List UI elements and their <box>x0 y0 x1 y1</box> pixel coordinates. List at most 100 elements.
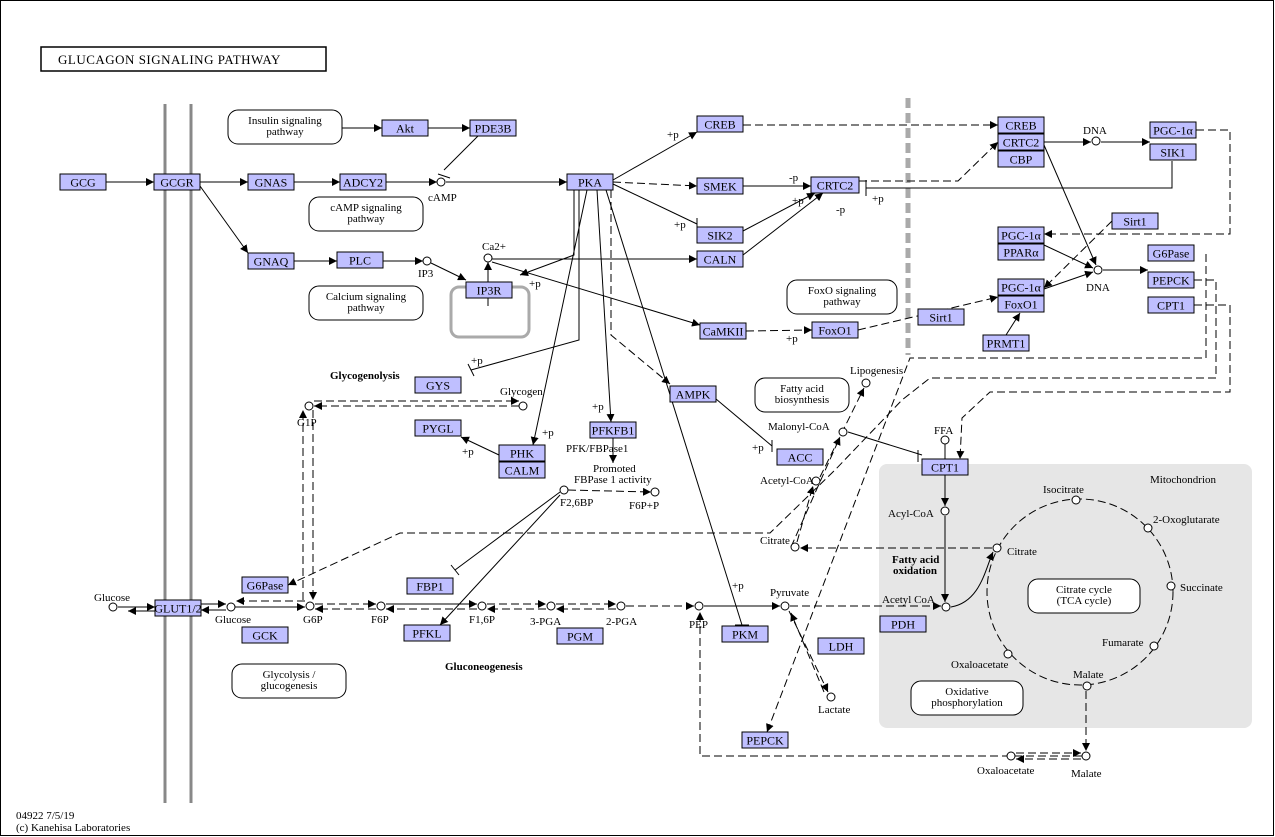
compound-circle[interactable] <box>780 601 790 611</box>
gene-node[interactable]: GLUT1/2 <box>154 599 202 617</box>
gene-box[interactable] <box>721 625 769 643</box>
gene-box[interactable] <box>1147 296 1195 314</box>
gene-node[interactable]: SIK2 <box>696 226 744 244</box>
gene-node[interactable]: PEPCK <box>1147 271 1195 289</box>
compound-circle[interactable] <box>838 427 848 437</box>
compound-node[interactable]: F6P+P <box>629 487 660 512</box>
map-box-outline[interactable] <box>231 663 347 699</box>
gene-box[interactable] <box>997 295 1045 313</box>
gene-box[interactable] <box>241 626 289 644</box>
gene-box[interactable] <box>921 458 969 476</box>
compound-circle[interactable] <box>616 601 626 611</box>
gene-box[interactable] <box>336 251 384 269</box>
compound-circle[interactable] <box>483 253 493 263</box>
gene-node[interactable]: Sirt1 <box>1111 212 1159 230</box>
map-box-outline[interactable] <box>308 285 424 321</box>
gene-node[interactable]: PKM <box>721 625 769 643</box>
compound-node[interactable]: Citrate <box>760 535 800 552</box>
gene-node[interactable]: CREB <box>997 116 1045 134</box>
gene-box[interactable] <box>811 321 859 339</box>
compound-circle[interactable] <box>790 542 800 552</box>
gene-box[interactable] <box>669 385 717 403</box>
gene-box[interactable] <box>1147 244 1195 262</box>
gene-node[interactable]: FBP1 <box>406 577 454 595</box>
gene-node[interactable]: G6Pase <box>1147 244 1195 262</box>
gene-box[interactable] <box>997 243 1045 261</box>
gene-box[interactable] <box>982 334 1030 352</box>
compound-circle[interactable] <box>940 435 950 445</box>
gene-node[interactable]: CALM <box>498 461 546 479</box>
compound-node[interactable]: DNA <box>1086 265 1110 294</box>
compound-node[interactable]: Lactate <box>818 692 850 716</box>
map-box-outline[interactable] <box>308 196 424 232</box>
map-box-outline[interactable] <box>227 109 343 145</box>
compound-node[interactable]: G1P <box>297 401 317 429</box>
gene-node[interactable]: PFKL <box>403 624 451 642</box>
compound-node[interactable]: PEP <box>689 601 708 631</box>
compound-node[interactable]: Acetyl-CoA <box>760 475 821 487</box>
compound-node[interactable]: Ca2+ <box>482 241 506 263</box>
gene-box[interactable] <box>776 448 824 466</box>
gene-node[interactable]: PGC-1α <box>997 278 1045 296</box>
map-box-outline[interactable] <box>754 377 850 413</box>
compound-circle[interactable] <box>1166 581 1176 591</box>
gene-box[interactable] <box>997 116 1045 134</box>
gene-box[interactable] <box>153 173 201 191</box>
compound-circle[interactable] <box>1149 641 1159 651</box>
compound-node[interactable]: Acetyl CoA <box>882 594 951 612</box>
compound-circle[interactable] <box>992 543 1002 553</box>
gene-box[interactable] <box>696 115 744 133</box>
gene-node[interactable]: PDH <box>879 615 927 633</box>
compound-node[interactable]: cAMP <box>428 177 457 204</box>
compound-node[interactable]: Pyruvate <box>770 587 809 611</box>
gene-node[interactable]: PLC <box>336 251 384 269</box>
gene-node[interactable]: SMEK <box>696 177 744 195</box>
compound-node[interactable]: Glucose <box>94 592 130 612</box>
compound-circle[interactable] <box>108 602 118 612</box>
compound-node[interactable]: G6P <box>303 601 323 626</box>
gene-node[interactable]: GCGR <box>153 173 201 191</box>
compound-node[interactable]: F6P <box>371 601 389 626</box>
gene-node[interactable]: PRMT1 <box>982 334 1030 352</box>
compound-node[interactable]: Oxaloacetate <box>951 649 1013 671</box>
gene-box[interactable] <box>414 419 462 437</box>
gene-node[interactable]: PHK <box>498 444 546 462</box>
gene-box[interactable] <box>1147 271 1195 289</box>
gene-box[interactable] <box>696 177 744 195</box>
gene-node[interactable]: GNAQ <box>247 252 295 270</box>
compound-node[interactable]: Citrate <box>992 543 1037 558</box>
gene-node[interactable]: CBP <box>997 150 1045 168</box>
compound-node[interactable]: Malonyl-CoA <box>768 421 848 437</box>
gene-box[interactable] <box>465 281 513 299</box>
gene-box[interactable] <box>1149 143 1197 161</box>
compound-circle[interactable] <box>1143 523 1153 533</box>
gene-box[interactable] <box>696 226 744 244</box>
compound-node[interactable]: Acyl-CoA <box>888 506 950 520</box>
compound-circle[interactable] <box>305 601 315 611</box>
compound-circle[interactable] <box>1091 136 1101 146</box>
gene-node[interactable]: PGC-1α <box>1149 121 1197 139</box>
gene-box[interactable] <box>566 173 614 191</box>
compound-node[interactable]: Succinate <box>1166 581 1223 594</box>
compound-node[interactable]: IP3 <box>418 256 434 280</box>
compound-node[interactable]: F1,6P <box>469 601 495 626</box>
compound-circle[interactable] <box>559 485 569 495</box>
gene-node[interactable]: ADCY2 <box>339 173 387 191</box>
gene-box[interactable] <box>406 577 454 595</box>
gene-node[interactable]: PGC-1α <box>997 226 1045 244</box>
gene-node[interactable]: CaMKII <box>699 322 747 340</box>
compound-circle[interactable] <box>650 487 660 497</box>
compound-node[interactable]: Isocitrate <box>1043 484 1084 505</box>
gene-node[interactable]: CRTC2 <box>997 133 1045 151</box>
gene-node[interactable]: CREB <box>696 115 744 133</box>
gene-box[interactable] <box>589 421 637 439</box>
compound-circle[interactable] <box>1093 265 1103 275</box>
gene-node[interactable]: PEPCK <box>741 731 789 749</box>
gene-box[interactable] <box>556 627 604 645</box>
gene-node[interactable]: Akt <box>381 119 429 137</box>
pathway-map-box[interactable]: Citrate cycle(TCA cycle) <box>1027 578 1141 614</box>
